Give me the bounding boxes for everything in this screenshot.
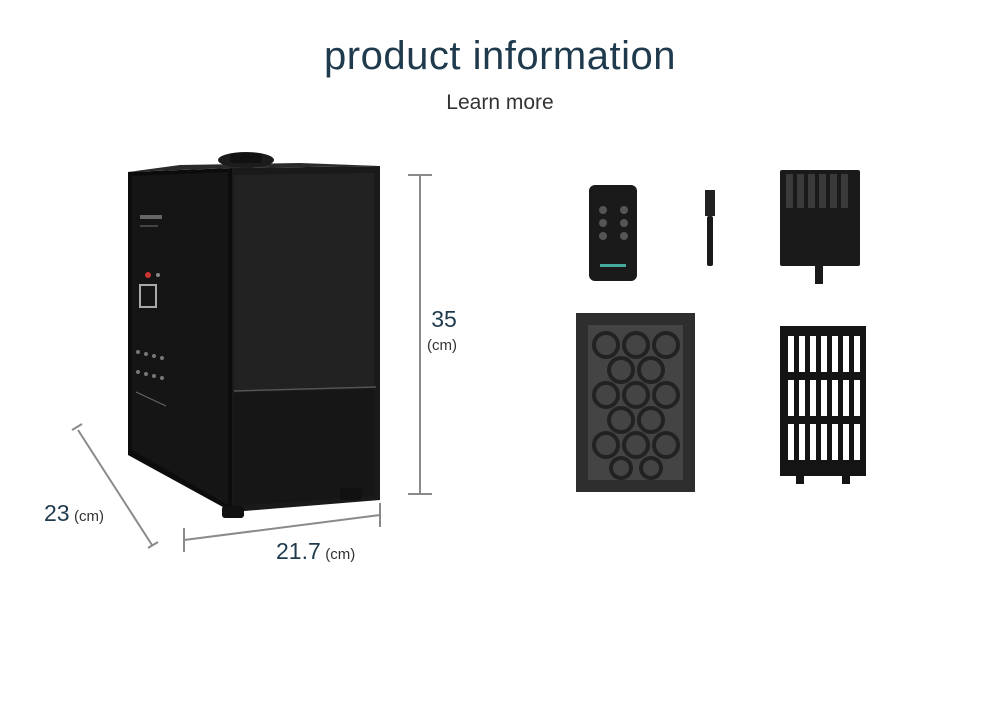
carbon-filter-image [576,313,695,492]
dimension-lines [71,174,432,552]
height-dimension: 35 (cm) [427,306,457,354]
page-title: product information [324,34,676,78]
width-value: 21.7 [276,538,321,564]
filter-holder-image [780,170,860,284]
width-unit: (cm) [325,546,356,563]
width-dimension: 21.7 (cm) [276,538,355,565]
depth-value: 23 [44,500,70,526]
remote-control-image [589,185,637,281]
height-value: 35 [431,306,457,332]
grille-frame-image [780,326,866,484]
humidifier-image [128,152,380,518]
depth-dimension: 23 (cm) [44,500,104,527]
depth-unit: (cm) [74,508,105,525]
learn-more-link[interactable]: Learn more [446,91,554,114]
height-unit: (cm) [427,337,457,354]
cleaning-brush-image [705,190,715,266]
